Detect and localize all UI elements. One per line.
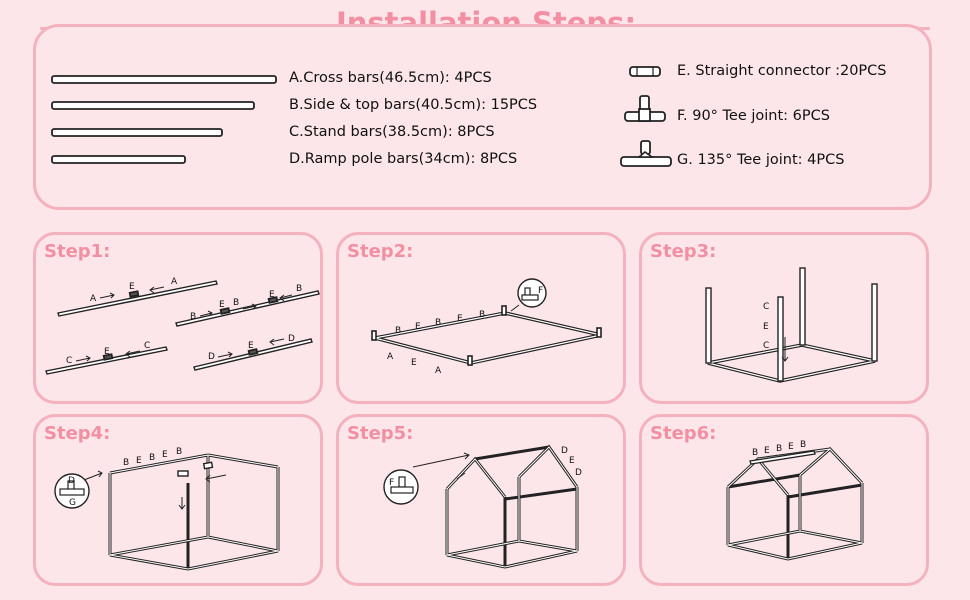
step-3-title: Step3:: [650, 241, 717, 262]
step2-label-b2: B: [435, 318, 441, 328]
step-1-panel: Step1: A E A B E B E B C E C D: [33, 232, 323, 404]
step4-label-d: D: [68, 476, 75, 486]
step2-label-f: F: [538, 286, 543, 296]
step2-label-b3: B: [479, 310, 485, 320]
step-4-title: Step4:: [44, 423, 111, 444]
step6-label-b1: B: [752, 448, 758, 458]
cross-bars-label: A.Cross bars(46.5cm): 4PCS: [289, 70, 492, 86]
step5-label-d1: D: [561, 446, 568, 456]
tee-90-joint-icon: [623, 95, 669, 131]
step4-label-b2: B: [149, 453, 155, 463]
step4-label-g: G: [69, 498, 76, 508]
step3-label-e: E: [763, 322, 769, 332]
step4-label-e1: E: [136, 456, 142, 466]
step6-label-e2: E: [788, 442, 794, 452]
step1-label-d2: D: [288, 334, 295, 344]
step2-label-e3: E: [411, 358, 417, 368]
stand-bars-label: C.Stand bars(38.5cm): 8PCS: [289, 124, 495, 140]
step-6-panel: Step6: B E B E B: [639, 414, 929, 586]
step-2-title: Step2:: [347, 241, 414, 262]
step2-label-b1: B: [395, 326, 401, 336]
step1-label-b: B: [190, 312, 196, 322]
step2-label-e1: E: [415, 322, 421, 332]
step1-label-c2: C: [144, 341, 150, 351]
ramp-pole-bars-label: D.Ramp pole bars(34cm): 8PCS: [289, 151, 518, 167]
straight-connector-icon: [629, 64, 663, 83]
step-2-panel: Step2: F B E B E B A E A: [336, 232, 626, 404]
step1-label-d: D: [208, 352, 215, 362]
step-1-title: Step1:: [44, 241, 111, 262]
step2-label-a2: A: [435, 366, 442, 376]
straight-connector-label: E. Straight connector :20PCS: [677, 63, 887, 79]
step1-label-a: A: [90, 294, 97, 304]
step1-label-e2: E: [219, 300, 225, 310]
step1-label-a2: A: [171, 277, 178, 287]
step1-label-e: E: [129, 282, 135, 292]
step-4-diagram: B E B E B D G: [54, 447, 280, 571]
parts-list-panel: A.Cross bars(46.5cm): 4PCS B.Side & top …: [33, 24, 932, 210]
step-1-diagram: A E A B E B E B C E C D E D: [45, 277, 320, 375]
step-3-diagram: C E C: [705, 267, 878, 383]
step-5-title: Step5:: [347, 423, 414, 444]
step4-label-b1: B: [123, 458, 129, 468]
step6-label-b3: B: [800, 440, 806, 450]
step5-label-f: F: [389, 478, 394, 488]
step-4-panel: Step4: B E B E B: [33, 414, 323, 586]
step3-label-c1: C: [763, 302, 769, 312]
step1-label-b3: B: [296, 284, 302, 294]
step-3-panel: Step3: C E C: [639, 232, 929, 404]
step4-label-b3: B: [176, 447, 182, 457]
step1-label-c: C: [66, 356, 72, 366]
step5-label-d2: D: [575, 468, 582, 478]
step1-label-e3: E: [269, 290, 275, 300]
step-2-diagram: F B E B E B A E A: [371, 278, 602, 376]
tee-135-joint-label: G. 135° Tee joint: 4PCS: [677, 152, 845, 168]
tee-90-joint-label: F. 90° Tee joint: 6PCS: [677, 108, 830, 124]
step2-label-a1: A: [387, 352, 394, 362]
step6-label-e1: E: [764, 446, 770, 456]
tee-135-joint-icon: [619, 140, 675, 176]
step5-label-e: E: [569, 456, 575, 466]
step1-label-e4: E: [104, 347, 110, 357]
step-6-title: Step6:: [650, 423, 717, 444]
step-5-panel: Step5: D E D F: [336, 414, 626, 586]
step4-label-e2: E: [162, 450, 168, 460]
step1-label-b2: B: [233, 298, 239, 308]
step3-label-c2: C: [763, 341, 769, 351]
step-5-diagram: D E D F: [383, 444, 582, 569]
side-top-bars-label: B.Side & top bars(40.5cm): 15PCS: [289, 97, 538, 113]
step2-label-e2: E: [457, 314, 463, 324]
step1-label-e5: E: [248, 341, 254, 351]
step-6-diagram: B E B E B: [726, 440, 864, 561]
step6-label-b2: B: [776, 444, 782, 454]
